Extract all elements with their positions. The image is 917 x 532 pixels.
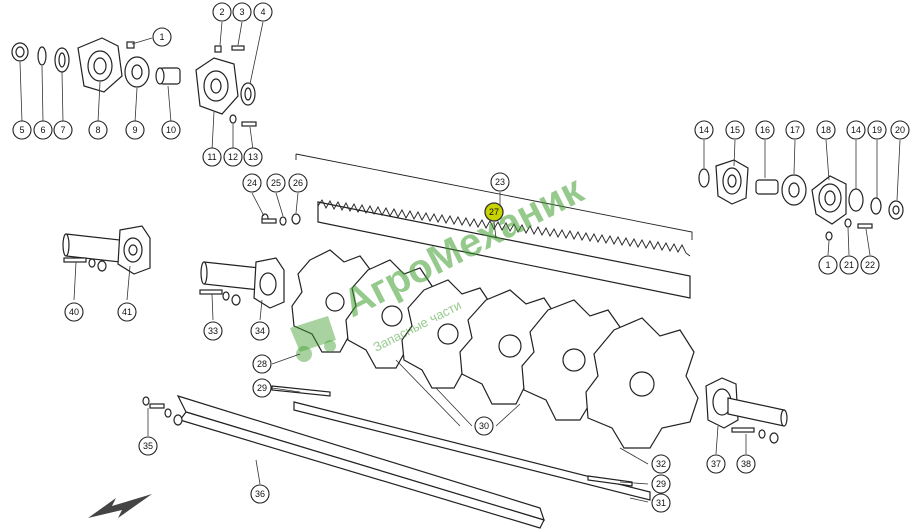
svg-text:23: 23: [495, 177, 505, 187]
callout-1: 1: [152, 27, 172, 47]
callout-1-b: 1: [818, 255, 838, 275]
callout-15: 15: [725, 120, 745, 140]
callout-14-b: 14: [846, 120, 866, 140]
svg-text:10: 10: [166, 125, 176, 135]
svg-text:15: 15: [730, 125, 740, 135]
callout-41: 41: [117, 302, 137, 322]
callout-10: 10: [161, 120, 181, 140]
svg-text:29: 29: [257, 383, 267, 393]
svg-text:16: 16: [760, 125, 770, 135]
svg-text:5: 5: [19, 125, 24, 135]
callout-8: 8: [88, 120, 108, 140]
callout-16: 16: [755, 120, 775, 140]
svg-text:13: 13: [248, 152, 258, 162]
callout-24: 24: [242, 173, 262, 193]
callout-11: 11: [202, 147, 222, 167]
svg-text:22: 22: [865, 260, 875, 270]
svg-text:27: 27: [489, 207, 499, 217]
callout-23: 23: [490, 172, 510, 192]
callout-9: 9: [125, 120, 145, 140]
stub-shaft-34: [199, 257, 285, 309]
star-rotors: [291, 249, 699, 449]
callout-28: 28: [252, 354, 272, 374]
callout-31: 31: [651, 493, 671, 513]
callout-13: 13: [243, 147, 263, 167]
callout-7: 7: [53, 120, 73, 140]
direction-arrow-icon: [88, 494, 152, 518]
leader-lines: [19, 21, 901, 503]
callout-26: 26: [288, 173, 308, 193]
svg-text:17: 17: [790, 125, 800, 135]
callout-29-b: 29: [651, 474, 671, 494]
svg-text:2: 2: [219, 7, 224, 17]
svg-text:26: 26: [293, 178, 303, 188]
svg-text:18: 18: [821, 125, 831, 135]
callout-33: 33: [203, 321, 223, 341]
svg-text:8: 8: [95, 125, 100, 135]
svg-text:1: 1: [159, 32, 164, 42]
svg-text:33: 33: [208, 326, 218, 336]
svg-text:14: 14: [699, 125, 709, 135]
svg-text:6: 6: [40, 125, 45, 135]
callout-2: 2: [212, 2, 232, 22]
callout-6: 6: [33, 120, 53, 140]
callout-22: 22: [860, 255, 880, 275]
svg-text:25: 25: [271, 178, 281, 188]
svg-text:14: 14: [851, 125, 861, 135]
svg-text:35: 35: [143, 441, 153, 451]
svg-text:32: 32: [656, 459, 666, 469]
svg-text:38: 38: [741, 459, 751, 469]
svg-text:37: 37: [711, 459, 721, 469]
callout-18: 18: [816, 120, 836, 140]
stub-shaft-37: [705, 377, 788, 444]
serrated-knife-bar: [261, 153, 693, 299]
callout-14-a: 14: [694, 120, 714, 140]
svg-text:20: 20: [895, 125, 905, 135]
svg-text:21: 21: [844, 260, 854, 270]
left-bearing-group: [11, 37, 257, 127]
svg-text:9: 9: [132, 125, 137, 135]
callout-5: 5: [12, 120, 32, 140]
svg-text:3: 3: [239, 7, 244, 17]
svg-text:24: 24: [247, 178, 257, 188]
svg-text:29: 29: [656, 479, 666, 489]
callout-38: 38: [736, 454, 756, 474]
callout-19: 19: [867, 120, 887, 140]
rods: [271, 385, 651, 501]
callout-30: 30: [474, 416, 494, 436]
right-bearing-group: [698, 159, 904, 241]
callout-40: 40: [64, 302, 84, 322]
drive-shaft-flange: [62, 225, 151, 275]
callout-4: 4: [253, 2, 273, 22]
callout-21: 21: [839, 255, 859, 275]
svg-text:28: 28: [257, 359, 267, 369]
callout-12: 12: [223, 147, 243, 167]
svg-text:31: 31: [656, 498, 666, 508]
svg-text:4: 4: [260, 7, 265, 17]
svg-text:19: 19: [872, 125, 882, 135]
callout-27-highlighted[interactable]: 27: [484, 202, 504, 222]
callout-3: 3: [232, 2, 252, 22]
svg-text:1: 1: [825, 260, 830, 270]
callout-17: 17: [785, 120, 805, 140]
svg-text:40: 40: [69, 307, 79, 317]
svg-text:7: 7: [60, 125, 65, 135]
svg-text:41: 41: [122, 307, 132, 317]
svg-text:11: 11: [207, 152, 216, 162]
callout-25: 25: [266, 173, 286, 193]
callout-37: 37: [706, 454, 726, 474]
svg-text:12: 12: [228, 152, 238, 162]
callout-34: 34: [250, 321, 270, 341]
callout-20: 20: [890, 120, 910, 140]
callout-36: 36: [250, 484, 270, 504]
callout-32: 32: [651, 454, 671, 474]
bottom-guide-plate: [142, 395, 545, 529]
svg-text:30: 30: [479, 421, 489, 431]
callout-29-a: 29: [252, 378, 272, 398]
callout-35: 35: [138, 436, 158, 456]
svg-text:34: 34: [255, 326, 265, 336]
svg-text:36: 36: [255, 489, 265, 499]
callouts: 1 2 3 4 5 6 7 8 9 10 11 12 13 14 15 16 1…: [12, 2, 910, 513]
